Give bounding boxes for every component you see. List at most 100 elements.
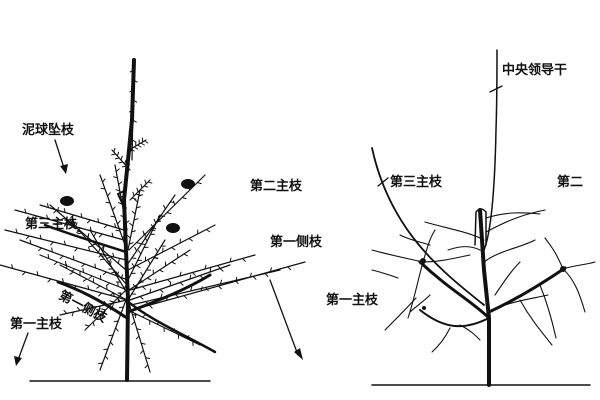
twig-spur [46,203,49,208]
twig-spur [135,335,140,340]
twig-spur [144,364,149,369]
label-second-main-branch-right: 第二 [557,174,583,189]
thin-twig [422,229,436,263]
right-trunk [478,208,491,387]
right-tree-figure: 中央领导干 第三主枝 第二 第一主枝 [326,49,596,387]
twig-spur [102,178,106,183]
twig-spur [98,233,103,238]
twig-spur [128,149,133,153]
twig-spur [114,223,117,228]
twig-spur [87,285,90,290]
twig-spur [153,218,157,224]
twig-spur [111,153,117,156]
thin-twig [384,297,417,331]
twig-spur [115,327,119,332]
label-third-main-branch-right: 第三主枝 [390,174,443,189]
mud-ball-weight [60,196,74,206]
thin-twig [485,212,541,219]
right-twig-group [371,209,596,353]
twig-spur [88,246,91,252]
twig-spur [163,204,166,210]
thin-twig [519,299,553,346]
twig-spur [136,265,141,269]
twig-spur [111,302,115,308]
twig-spur [88,245,94,248]
twig-spur [102,271,107,276]
twig-spur [125,220,130,224]
twig-spur [139,296,144,300]
side-branch-pointer [269,279,299,356]
twig-spur [112,206,116,211]
twig-spur [138,250,142,255]
twig-spur [181,197,187,200]
twig-spur [75,222,78,227]
twig-spur [69,271,74,275]
left-twig-group [0,59,306,373]
twig-spur [60,217,66,220]
twig-spur [183,295,188,299]
twig-spur [113,176,118,179]
twig-spur [148,304,153,309]
twig-spur [22,271,26,276]
twig-spur [103,301,108,305]
twig-spur [15,228,18,234]
thin-twig [409,294,431,313]
label-central-leader: 中央领导干 [502,62,567,77]
twig-spur [87,233,90,238]
twig-spur [136,187,139,193]
thin-twig [371,249,424,263]
twig-spur [25,235,30,240]
twig-spur [115,168,120,172]
thin-twig [544,237,564,270]
twig-spur [103,224,108,229]
twig-spur [123,284,127,289]
right-pruned-stub [474,208,487,246]
twig-spur [51,247,53,253]
twig-spur [151,227,157,230]
twig-spur [160,293,163,299]
twig-spur [132,119,137,123]
twig-spur [142,286,146,290]
twig-spur [141,314,147,318]
twig-spur [131,321,136,326]
twig-spur [50,241,54,246]
twig-spur [133,79,138,83]
twig-spur [190,286,193,292]
twig-spur [105,282,111,287]
twig-spur [112,252,115,258]
twig-spur [218,285,222,290]
twig-spur [149,288,152,294]
twig-spur [94,263,97,269]
twig-spur [98,253,103,258]
twig-spur [98,248,101,253]
twig-spur [82,278,88,282]
twig-spur [171,261,176,265]
twig-spur [131,139,137,143]
twig-spur [129,89,134,93]
twig-spur [113,320,119,323]
left-first-main-branch [56,280,129,320]
twig-spur [166,212,172,215]
twig-spur [93,232,97,237]
twig-spur [252,275,257,280]
twig-spur [100,313,103,319]
twig-spur [53,261,58,266]
twig-spur [132,99,138,103]
twig-spur [132,191,135,197]
twig-spur [117,282,119,287]
twig-spur [108,258,112,263]
twig-spur [135,206,141,209]
twig-spur [72,285,77,290]
twig-spur [111,271,117,274]
twig-spur [108,334,114,337]
twig-spur [133,218,139,221]
twig-spur [68,220,70,226]
twig-spur [179,282,184,286]
twig-spur [92,316,98,319]
twig-spur [116,151,120,157]
twig-spur [167,279,171,283]
twig-spur [140,142,145,146]
twig-spur [101,308,106,311]
twig-spur [130,148,135,152]
